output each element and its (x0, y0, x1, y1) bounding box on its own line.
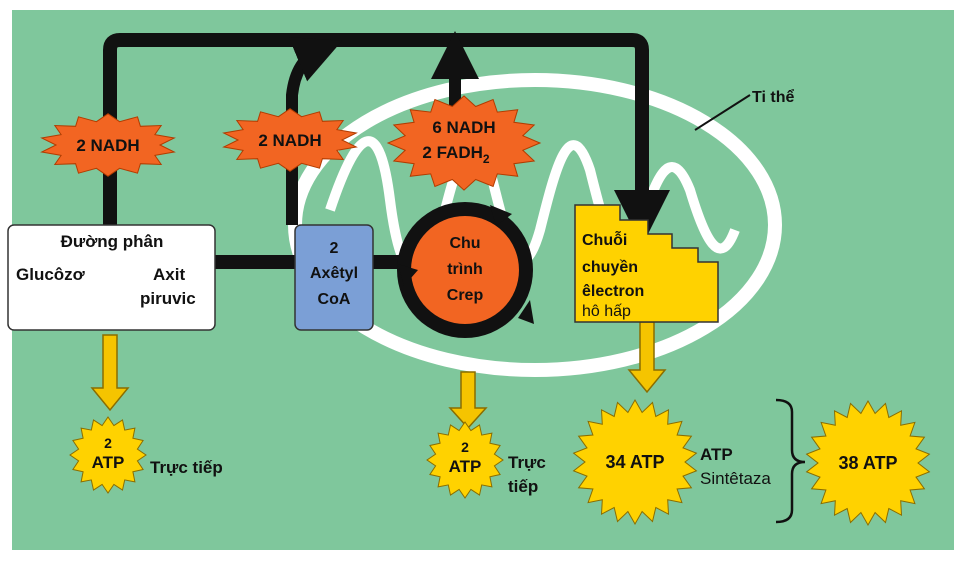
atp-total-label: 38 ATP (838, 453, 897, 473)
krebs-cycle: Chu trình Crep (397, 202, 534, 338)
acetyl-line-3: CoA (318, 291, 351, 308)
atp-glycolysis-line-1: 2 (104, 435, 112, 451)
atp-glycolysis-note: Trực tiếp (150, 458, 223, 477)
glycolysis-title: Đường phân (61, 232, 164, 251)
pyruvic-label-1: Axit (153, 265, 185, 284)
atp-star-krebs: 2 ATP (427, 422, 503, 498)
etc-line-3: êlectron (582, 283, 644, 300)
nadh-acetyl-label: 2 NADH (258, 131, 321, 150)
atp-krebs-line-1: 2 (461, 439, 469, 455)
atp-synthase-line-2: Sintêtaza (700, 469, 771, 488)
krebs-line-2: trình (447, 261, 483, 278)
etc-line-1: Chuỗi (582, 230, 627, 249)
acetyl-line-2: Axêtyl (310, 265, 358, 282)
krebs-output-star: 6 NADH 2 FADH2 (388, 96, 540, 190)
pyruvic-label-2: piruvic (140, 289, 196, 308)
atp-glycolysis-line-2: ATP (92, 453, 125, 472)
acetyl-coa-box: 2 Axêtyl CoA (295, 225, 373, 330)
etc-line-2: chuyền (582, 259, 638, 276)
krebs-output-line-1: 6 NADH (432, 118, 495, 137)
glycolysis-box: Đường phân Glucôzơ Axit piruvic (8, 225, 215, 330)
acetyl-line-1: 2 (330, 240, 339, 257)
glucose-label: Glucôzơ (16, 265, 86, 284)
atp-synthase-line-1: ATP (700, 445, 733, 464)
nadh-glycolysis-label: 2 NADH (76, 136, 139, 155)
atp-krebs-note-2: tiếp (508, 477, 538, 496)
atp-krebs-note-1: Trực (508, 453, 546, 472)
krebs-line-1: Chu (449, 235, 480, 252)
atp-krebs-line-2: ATP (449, 457, 482, 476)
krebs-line-3: Crep (447, 287, 484, 304)
etc-line-4: hô hấp (582, 303, 631, 320)
atp-star-glycolysis: 2 ATP (70, 417, 146, 493)
atp-etc-label: 34 ATP (605, 452, 664, 472)
mitochondrion-label: Ti thể (752, 88, 794, 106)
